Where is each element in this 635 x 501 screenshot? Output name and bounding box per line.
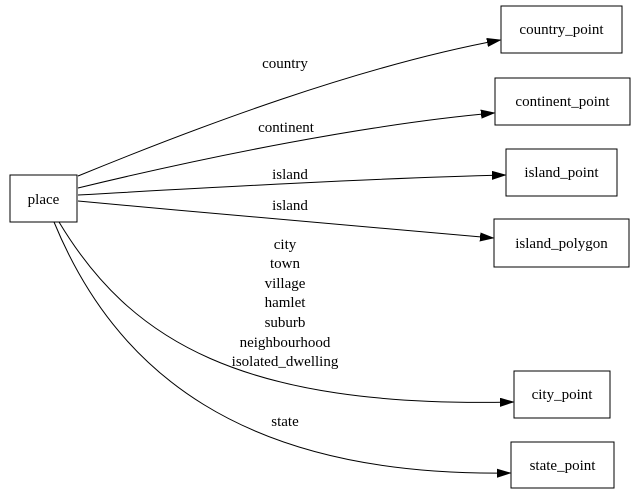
edge-label-state: state bbox=[271, 414, 299, 430]
node-island-polygon-box bbox=[493, 218, 630, 268]
node-city-point: city_point bbox=[513, 370, 611, 419]
edge-label-city-multiline: city town village hamlet suburb neighbou… bbox=[232, 237, 339, 370]
node-island-polygon-label: island_polygon bbox=[515, 236, 608, 252]
edge-label-line-suburb: suburb bbox=[265, 315, 306, 331]
node-city-point-box bbox=[513, 370, 611, 419]
node-state-point: state_point bbox=[510, 441, 615, 489]
node-place: place bbox=[9, 174, 78, 223]
node-island-polygon: island_polygon bbox=[493, 218, 630, 268]
edge-place-city_point bbox=[58, 221, 513, 402]
edge-label-line-neighbourhood: neighbourhood bbox=[240, 335, 331, 351]
node-country-point-box bbox=[500, 5, 623, 54]
edge-label-island-polygon: island bbox=[272, 198, 308, 214]
edge-place-island_polygon bbox=[77, 200, 493, 238]
node-continent-point-label: continent_point bbox=[515, 94, 610, 110]
edge-label-island: island bbox=[272, 167, 308, 183]
edge-label-line-hamlet: hamlet bbox=[265, 295, 307, 311]
edge-place-island_point bbox=[77, 175, 505, 196]
edge-label-line-village: village bbox=[265, 276, 306, 292]
edge-place-country_point bbox=[77, 40, 500, 177]
node-island-point: island_point bbox=[505, 148, 618, 197]
edge-label-line-isolated-dwelling: isolated_dwelling bbox=[232, 354, 339, 370]
edge-labels-group: country continent island island city tow… bbox=[232, 56, 339, 430]
edge-label-continent: continent bbox=[258, 120, 315, 136]
edge-place-state_point bbox=[53, 221, 510, 473]
node-state-point-label: state_point bbox=[530, 458, 597, 474]
edge-place-continent_point bbox=[77, 113, 494, 189]
node-country-point-label: country_point bbox=[519, 22, 604, 38]
node-island-point-box bbox=[505, 148, 618, 197]
edge-label-country: country bbox=[262, 56, 308, 72]
node-continent-point-box bbox=[494, 77, 631, 126]
node-continent-point: continent_point bbox=[494, 77, 631, 126]
node-state-point-box bbox=[510, 441, 615, 489]
edges-group bbox=[53, 40, 513, 473]
node-place-label: place bbox=[28, 192, 60, 208]
edge-label-line-city: city bbox=[274, 237, 297, 253]
node-place-box bbox=[9, 174, 78, 223]
nodes-group: place country_point continent_point isla… bbox=[9, 5, 631, 489]
node-country-point: country_point bbox=[500, 5, 623, 54]
node-city-point-label: city_point bbox=[532, 387, 594, 403]
edge-label-line-town: town bbox=[270, 256, 301, 272]
node-island-point-label: island_point bbox=[524, 165, 599, 181]
